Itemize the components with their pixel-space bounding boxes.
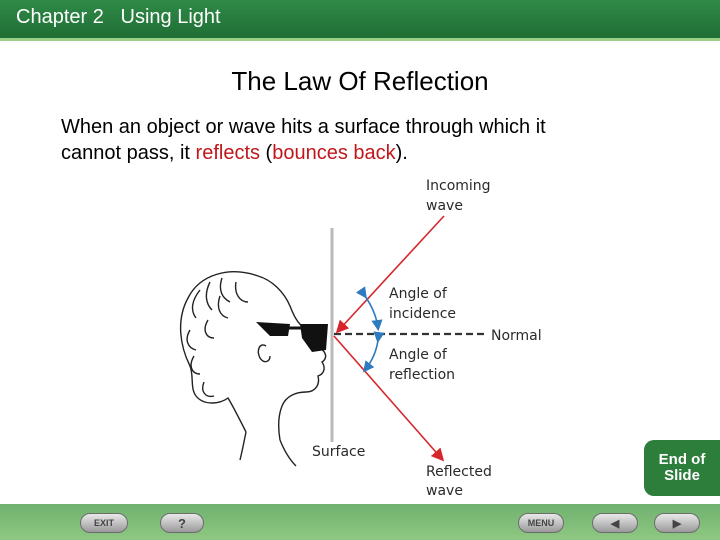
exit-button[interactable]: EXIT — [80, 513, 128, 533]
next-button[interactable]: ▶ — [654, 513, 700, 533]
term-bounces-back: bounces back — [272, 142, 396, 164]
arrow-right-icon: ▶ — [672, 517, 682, 530]
label-reflection-2: reflection — [389, 367, 455, 383]
label-reflected-1: Reflected — [426, 464, 492, 480]
exit-label: EXIT — [93, 518, 114, 528]
menu-label: MENU — [527, 518, 555, 528]
label-reflected-2: wave — [426, 483, 463, 499]
reflection-diagram: Incoming wave Angle of incidence Normal … — [179, 178, 542, 499]
label-incoming-1: Incoming — [426, 178, 491, 194]
arrow-left-icon: ◀ — [610, 517, 620, 530]
sunglasses-icon — [256, 322, 328, 352]
reflected-ray — [333, 335, 445, 462]
body-line-2c: ). — [395, 142, 408, 164]
body-line-2a: cannot pass, it — [61, 142, 196, 164]
help-icon: ? — [178, 515, 186, 531]
label-incidence-2: incidence — [389, 306, 456, 322]
header-bar — [0, 0, 720, 38]
label-normal: Normal — [491, 328, 542, 344]
header-divider — [0, 38, 720, 41]
term-reflects: reflects — [195, 142, 260, 164]
reflection-arc — [363, 331, 385, 373]
incoming-ray — [335, 215, 445, 334]
body-line-1: When an object or wave hits a surface th… — [61, 116, 546, 138]
chapter-title: Using Light — [120, 6, 221, 28]
menu-button[interactable]: MENU — [518, 513, 564, 533]
incidence-arc — [355, 286, 383, 332]
chapter-label: Chapter 2 — [16, 6, 104, 28]
previous-button[interactable]: ◀ — [592, 513, 638, 533]
end-of-slide-button[interactable]: End of Slide — [644, 440, 720, 496]
slide-title: The Law Of Reflection — [231, 66, 489, 96]
label-reflection-1: Angle of — [389, 347, 448, 363]
body-line-2b: ( — [260, 142, 273, 164]
label-incoming-2: wave — [426, 198, 463, 214]
label-surface: Surface — [312, 444, 365, 460]
end-label-1: End of — [658, 451, 706, 468]
header-title: Chapter 2 Using Light — [16, 6, 221, 29]
end-label-2: Slide — [664, 467, 700, 484]
slide-body-text: When an object or wave hits a surface th… — [61, 114, 661, 166]
head-illustration — [179, 271, 327, 467]
label-incidence-1: Angle of — [389, 286, 448, 302]
help-button[interactable]: ? — [160, 513, 204, 533]
